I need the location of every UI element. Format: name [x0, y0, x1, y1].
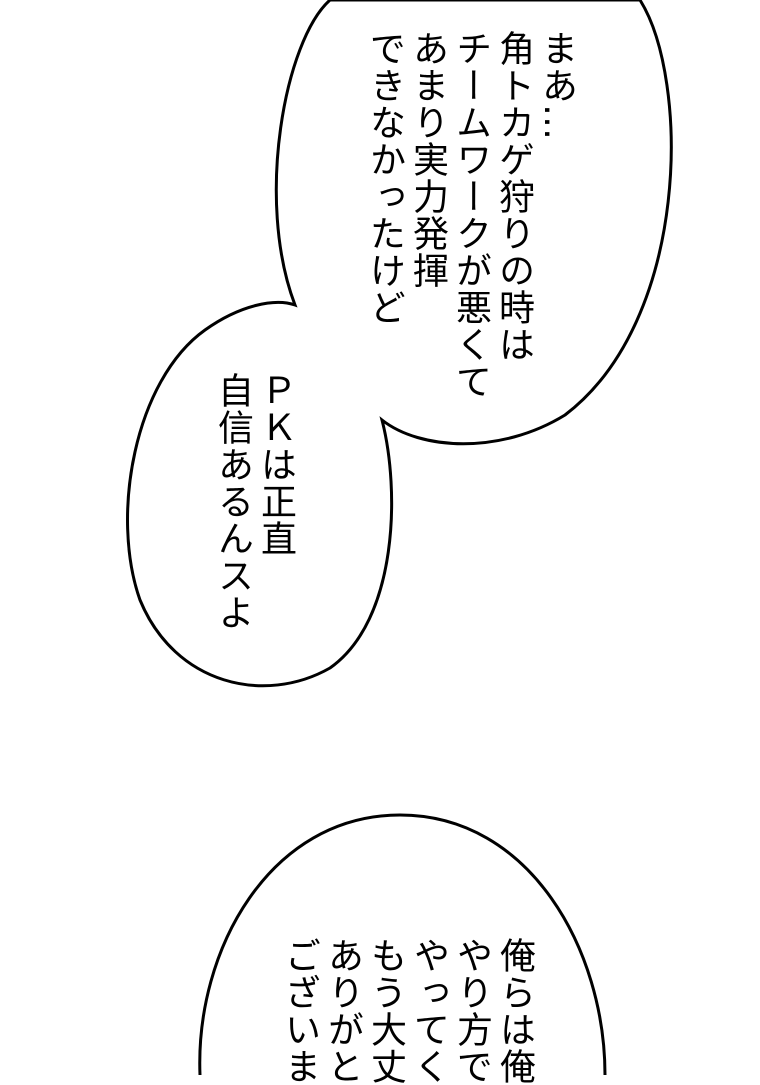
text-column: ありがと — [322, 937, 363, 1085]
text-column: できなかったけど — [364, 30, 405, 326]
speech-text-middle: ＰＫは正直 自信あるんスよ — [211, 372, 297, 631]
text-column: やり方で — [451, 937, 492, 1085]
speech-text-bottom: 俺らは俺 やり方で やってく もう大丈 ありがと ございま — [278, 937, 536, 1085]
speech-text-top: まあ… 角トカゲ狩りの時は チームワークが悪くて あまり実力発揮 できなかったけ… — [363, 30, 578, 400]
text-column: 角トカゲ狩りの時は — [493, 30, 534, 363]
text-column: チームワークが悪くて — [450, 30, 491, 400]
text-column: まあ… — [536, 30, 577, 141]
speech-bubble-bottom — [198, 813, 607, 1075]
text-column: もう大丈 — [365, 937, 406, 1085]
speech-bubble-top-joined — [126, 0, 673, 688]
text-column: ございま — [279, 937, 320, 1085]
text-column: やってく — [408, 937, 449, 1085]
text-column: ＰＫは正直 — [255, 372, 296, 557]
text-column: あまり実力発揮 — [407, 30, 448, 289]
text-column: 俺らは俺 — [494, 937, 535, 1085]
text-column: 自信あるんスよ — [212, 372, 253, 631]
